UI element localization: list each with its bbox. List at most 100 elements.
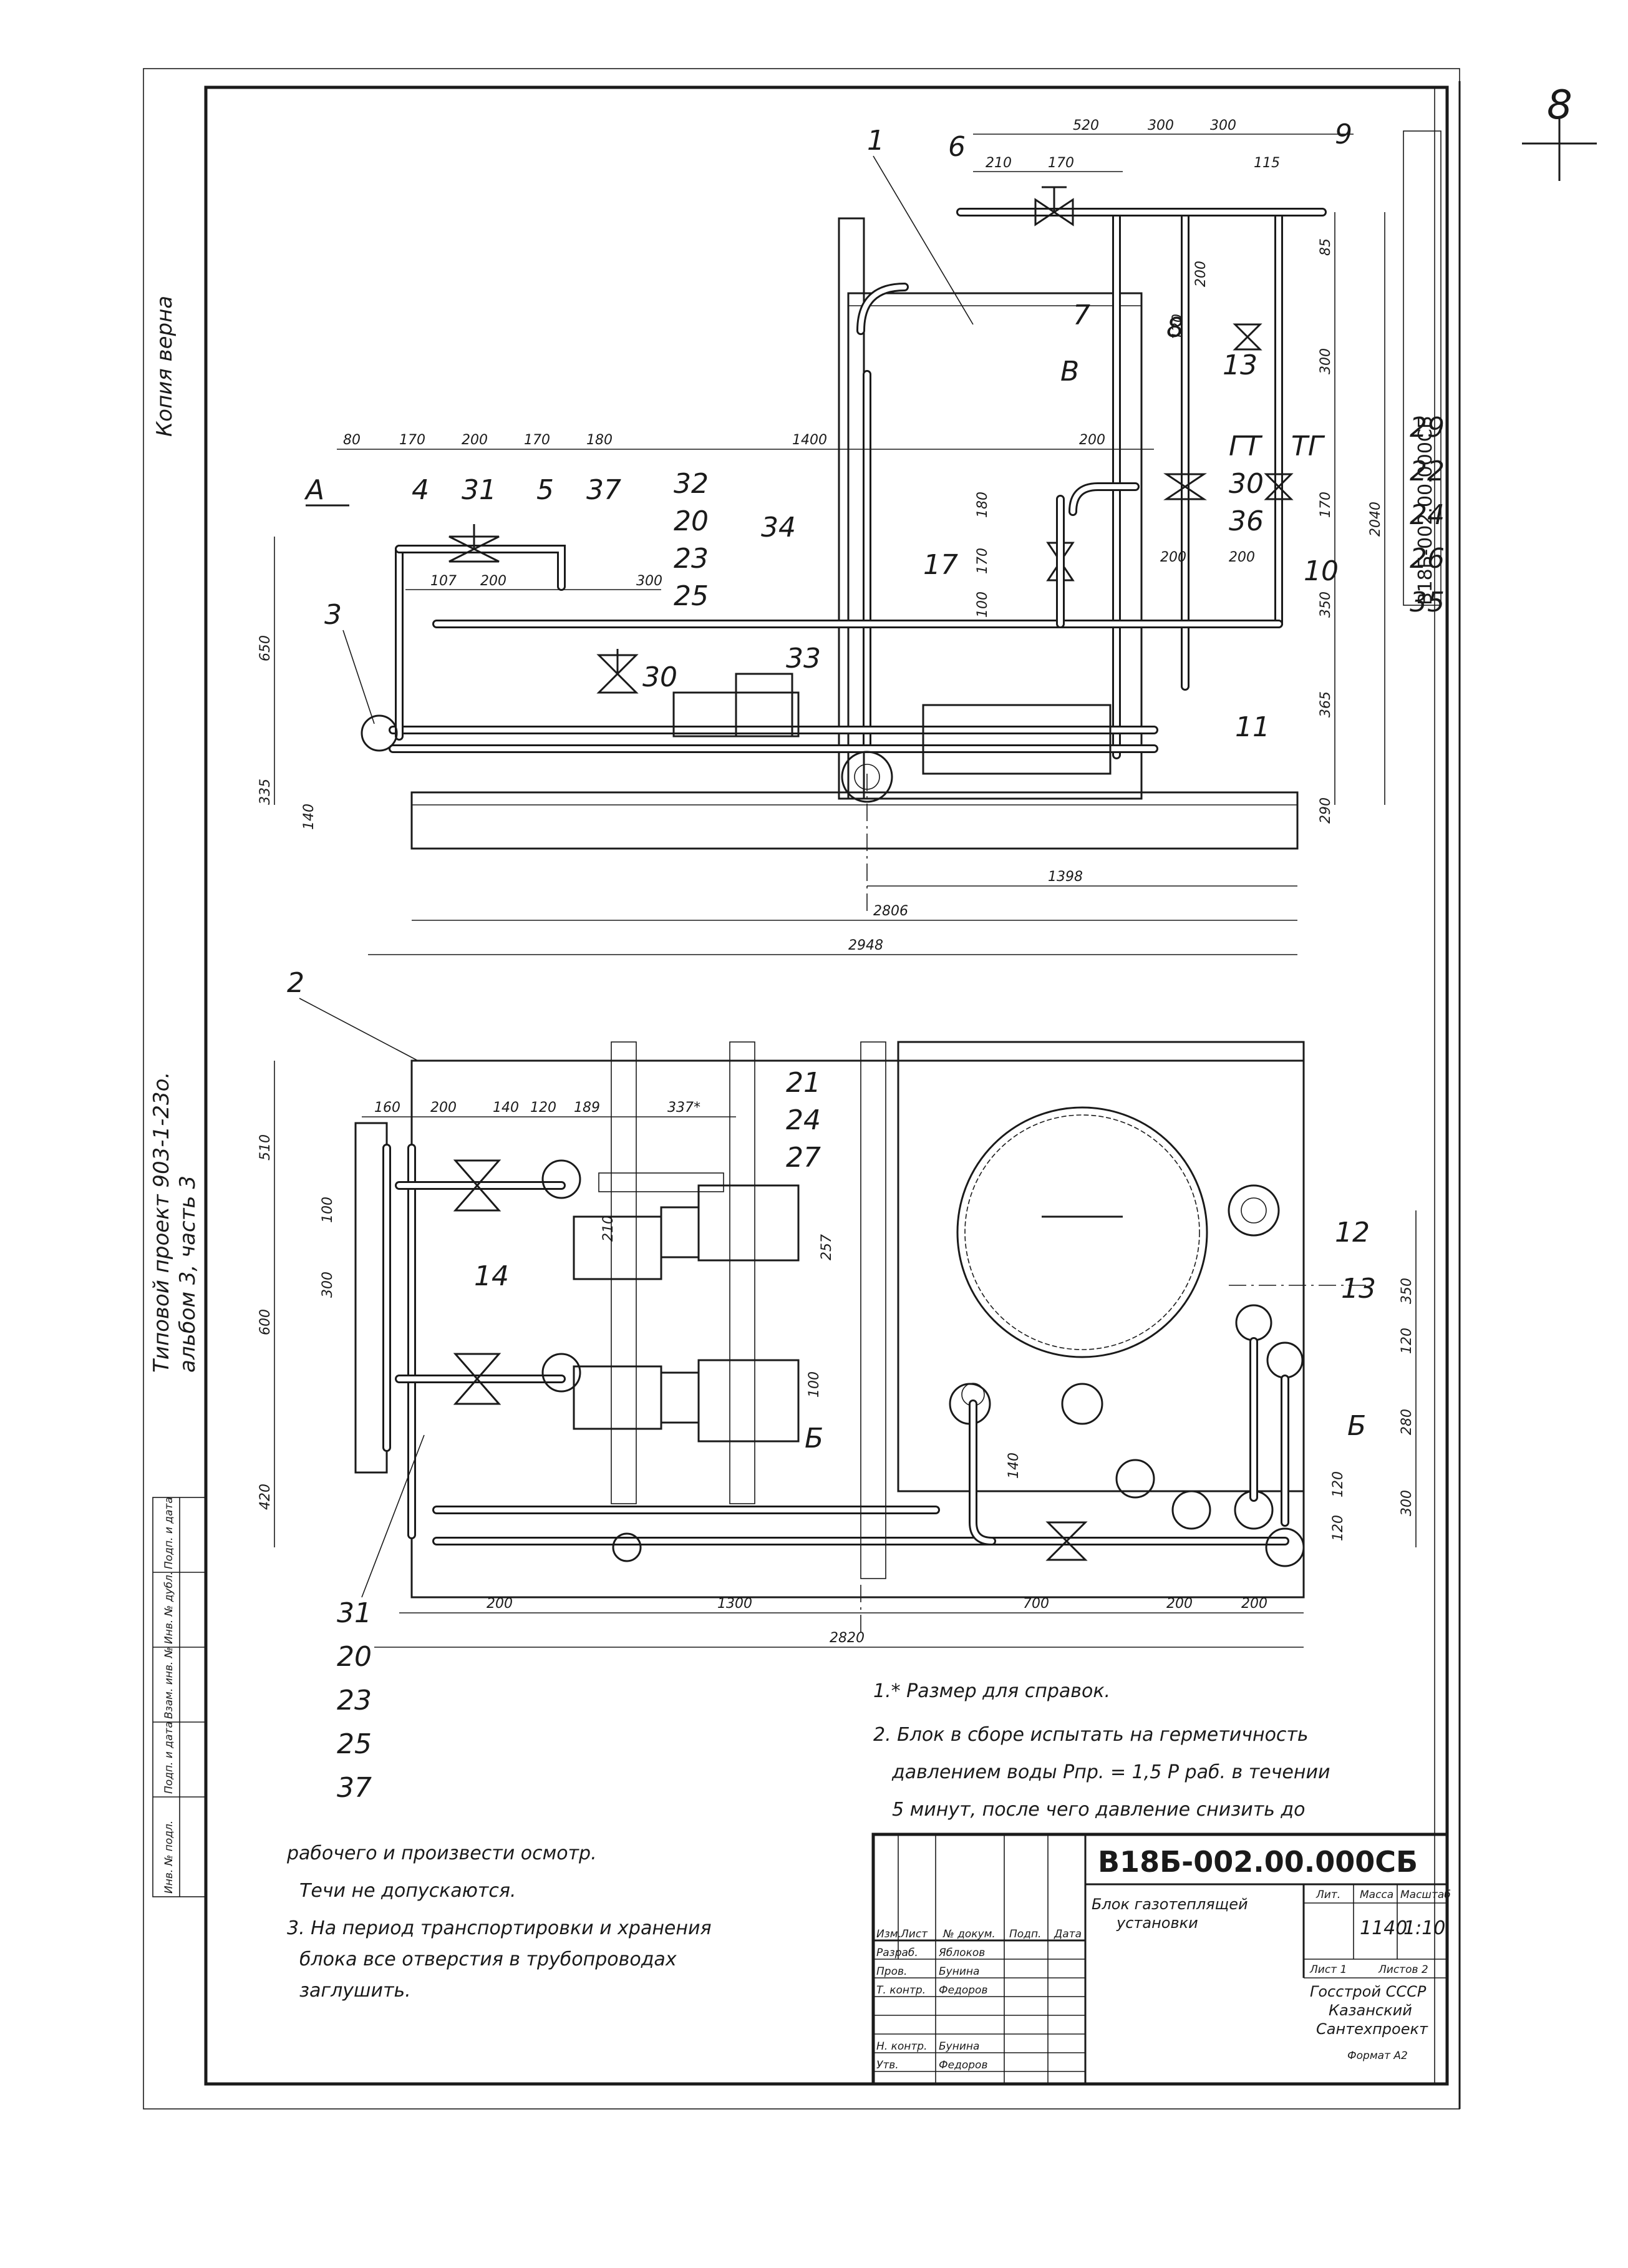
sheet-mark: 8 <box>1522 82 1597 181</box>
svg-text:365: 365 <box>1318 691 1334 718</box>
svg-text:Изм.: Изм. <box>876 1928 901 1940</box>
svg-text:35: 35 <box>1410 586 1445 618</box>
svg-text:257: 257 <box>819 1234 835 1260</box>
svg-text:300: 300 <box>1148 118 1174 134</box>
svg-text:210: 210 <box>601 1215 616 1242</box>
svg-text:335: 335 <box>258 779 273 805</box>
svg-text:200: 200 <box>462 432 488 448</box>
svg-text:200: 200 <box>1241 1596 1267 1612</box>
flange-circle <box>841 751 893 803</box>
svg-text:100: 100 <box>320 1197 336 1223</box>
svg-text:Бунина: Бунина <box>939 2040 979 2053</box>
svg-text:100: 100 <box>975 591 991 618</box>
svg-text:Н. контр.: Н. контр. <box>876 2040 927 2053</box>
svg-text:170: 170 <box>524 432 550 448</box>
svg-text:140: 140 <box>301 804 317 830</box>
svg-text:Лит.: Лит. <box>1315 1889 1340 1901</box>
svg-text:200: 200 <box>1079 432 1105 448</box>
svg-text:3: 3 <box>324 599 342 631</box>
svg-text:337*: 337* <box>667 1100 700 1116</box>
svg-text:180: 180 <box>975 492 991 518</box>
motor-lower <box>697 1359 800 1443</box>
svg-text:350: 350 <box>1399 1278 1415 1304</box>
svg-text:510: 510 <box>258 1134 273 1161</box>
svg-text:Лист 1: Лист 1 <box>1309 1964 1347 1976</box>
valve-30-right <box>1163 473 1294 500</box>
svg-text:1: 1 <box>867 125 884 157</box>
svg-text:5 минут, после чего давление с: 5 минут, после чего давление снизить до <box>892 1799 1306 1821</box>
svg-text:120: 120 <box>1399 1328 1415 1354</box>
left-manifold <box>354 1122 388 1474</box>
svg-text:1398: 1398 <box>1048 869 1083 885</box>
svg-text:Копия верна: Копия верна <box>152 296 177 437</box>
svg-text:рабочего и произвести осмотр.: рабочего и произвести осмотр. <box>286 1842 597 1864</box>
svg-text:170: 170 <box>1318 492 1334 518</box>
svg-text:А: А <box>304 474 324 506</box>
elevation-callouts: 1 6 9 7 8 13 4 31 5 37 3 32 20 23 25 34 … <box>304 119 1445 743</box>
svg-text:Федоров: Федоров <box>939 1984 987 1997</box>
svg-text:650: 650 <box>258 635 273 661</box>
svg-text:33: 33 <box>786 643 821 674</box>
svg-text:170: 170 <box>1048 155 1074 171</box>
plan-callouts: 2 21 24 27 14 12 13 Б Б 31 20 23 25 37 <box>287 967 1376 1804</box>
svg-text:заглушить.: заглушить. <box>299 1980 411 2002</box>
svg-text:350: 350 <box>1318 591 1334 618</box>
tank-body <box>847 292 1143 800</box>
svg-text:1400: 1400 <box>792 432 827 448</box>
svg-text:210: 210 <box>986 155 1012 171</box>
skid-base <box>410 791 1299 850</box>
svg-text:Б: Б <box>1347 1410 1366 1442</box>
svg-text:300: 300 <box>1210 118 1236 134</box>
svg-text:4: 4 <box>412 474 429 506</box>
svg-text:Утв.: Утв. <box>876 2059 899 2071</box>
elevation-view <box>361 186 1327 911</box>
motor-upper <box>697 1184 800 1262</box>
valve-29 <box>1233 323 1262 351</box>
svg-text:Типовой проект 903-1-23о.: Типовой проект 903-1-23о. <box>149 1072 174 1373</box>
svg-text:200: 200 <box>1160 550 1186 565</box>
svg-text:ТГ: ТГ <box>1291 431 1325 462</box>
svg-text:Инв. № подл.: Инв. № подл. <box>163 1821 175 1894</box>
svg-text:80: 80 <box>343 432 361 448</box>
valve-bottom <box>1045 1521 1088 1561</box>
svg-text:85: 85 <box>1318 238 1334 256</box>
svg-text:Подп.: Подп. <box>1009 1928 1041 1940</box>
svg-text:1300: 1300 <box>717 1596 752 1612</box>
elevation-dimensions: 520 300 300 210 170 115 80 170 200 170 1… <box>258 118 1385 955</box>
svg-text:2806: 2806 <box>873 903 908 919</box>
svg-text:2820: 2820 <box>830 1630 865 1646</box>
svg-text:2. Блок в сборе испытать на ге: 2. Блок в сборе испытать на герметичност… <box>873 1724 1309 1746</box>
svg-text:300: 300 <box>1399 1490 1415 1516</box>
valve-mid <box>1046 495 1075 628</box>
svg-text:Течи не допускаются.: Течи не допускаются. <box>299 1880 516 1902</box>
svg-text:37: 37 <box>337 1772 372 1804</box>
svg-text:Подп. и дата: Подп. и дата <box>163 1721 175 1794</box>
svg-text:3. На период транспортировки и: 3. На период транспортировки и хранения <box>287 1917 712 1939</box>
svg-text:200: 200 <box>1229 550 1255 565</box>
svg-text:давлением воды Рпр. = 1,5 Р ра: давлением воды Рпр. = 1,5 Р раб. в течен… <box>891 1761 1330 1783</box>
svg-text:200: 200 <box>1193 261 1209 287</box>
svg-text:189: 189 <box>574 1100 600 1116</box>
svg-text:290: 290 <box>1318 797 1334 824</box>
svg-text:25: 25 <box>674 580 709 612</box>
svg-text:160: 160 <box>374 1100 400 1116</box>
svg-text:26: 26 <box>1410 543 1445 575</box>
svg-text:170: 170 <box>975 548 991 574</box>
svg-text:120: 120 <box>1330 1471 1346 1497</box>
svg-text:Листов 2: Листов 2 <box>1378 1964 1428 1976</box>
left-stamp: Инв. № подл. Подп. и дата Взам. инв. № И… <box>152 1497 206 1897</box>
svg-text:24: 24 <box>1410 499 1445 531</box>
svg-text:200: 200 <box>487 1596 513 1612</box>
svg-text:36: 36 <box>1229 505 1264 537</box>
svg-text:34: 34 <box>761 512 796 543</box>
svg-text:30: 30 <box>1229 468 1264 500</box>
svg-text:280: 280 <box>1399 1409 1415 1435</box>
svg-text:300: 300 <box>320 1272 336 1298</box>
svg-text:блока все отверстия в трубопро: блока все отверстия в трубопроводах <box>299 1949 677 1970</box>
svg-text:700: 700 <box>1023 1596 1049 1612</box>
svg-text:31: 31 <box>462 474 497 506</box>
svg-text:120: 120 <box>1170 314 1186 340</box>
svg-text:Подп. и дата: Подп. и дата <box>163 1497 175 1569</box>
svg-text:2: 2 <box>287 967 304 999</box>
